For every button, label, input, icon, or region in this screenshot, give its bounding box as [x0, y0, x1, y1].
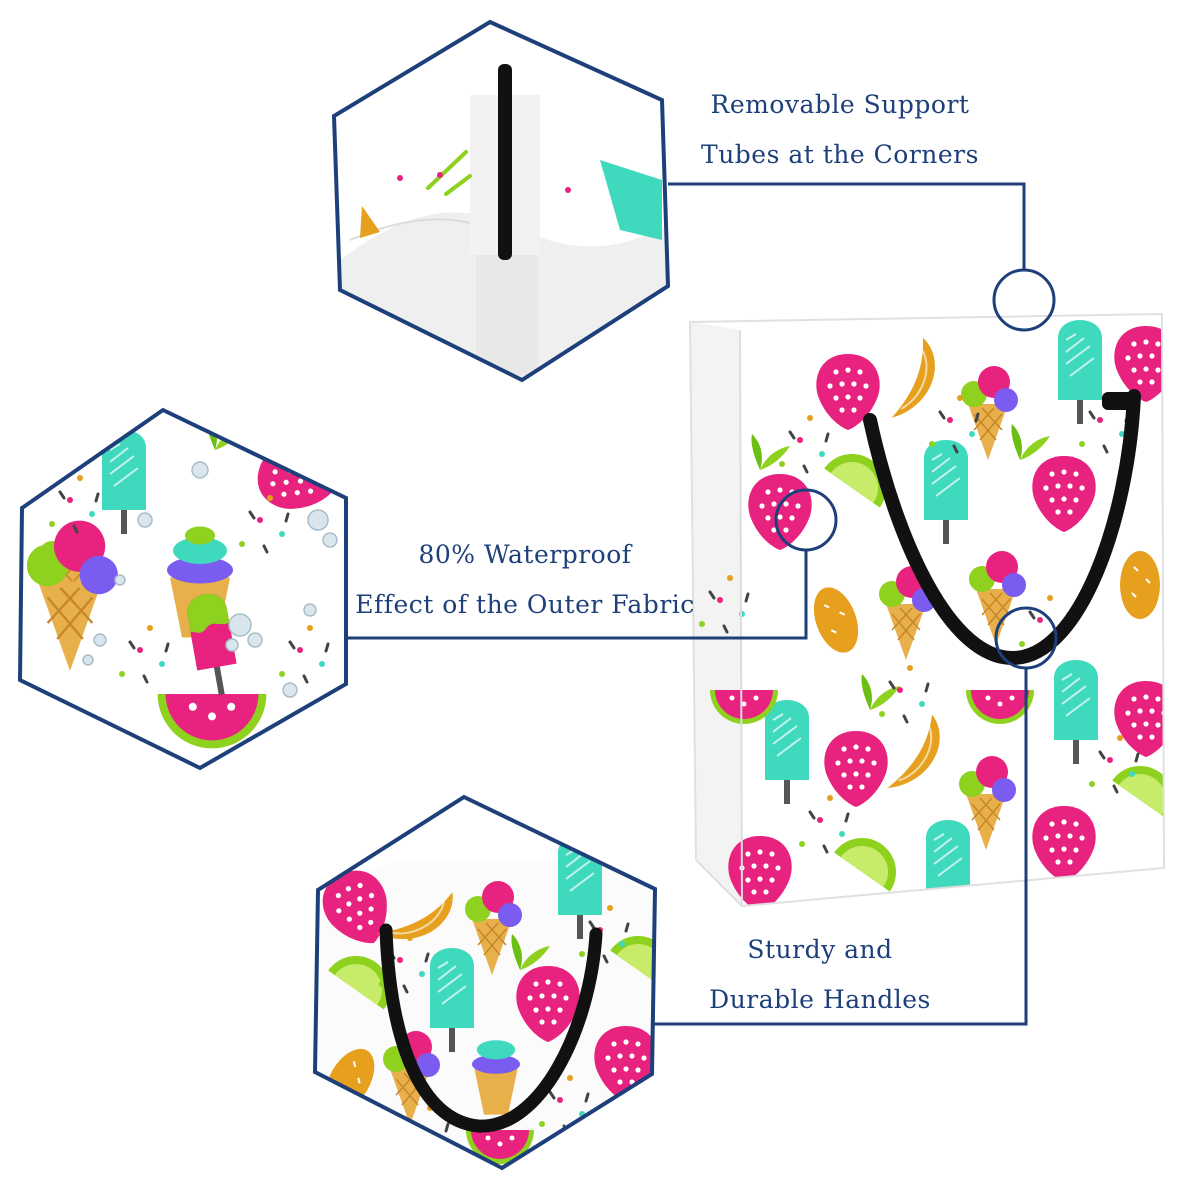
caption-waterproof-line2: Effect of the Outer Fabric: [355, 590, 695, 619]
caption-waterproof-line1: 80% Waterproof: [418, 540, 632, 569]
laundry-basket-image: [688, 312, 1166, 908]
support-tube-closeup: [331, 19, 671, 383]
caption-support-tubes: Removable Support Tubes at the Corners: [640, 80, 1040, 180]
caption-handles-line1: Sturdy and: [747, 935, 893, 964]
caption-waterproof: 80% Waterproof Effect of the Outer Fabri…: [330, 530, 720, 630]
caption-handles-line2: Durable Handles: [709, 985, 931, 1014]
connector-lines: [346, 182, 1028, 1026]
waterproof-fabric-closeup: [17, 407, 348, 771]
water-droplet-icon: [82, 461, 338, 698]
caption-support-tubes-line1: Removable Support: [710, 90, 970, 119]
caption-handles: Sturdy and Durable Handles: [620, 925, 1020, 1025]
handle-strap-icon: [379, 923, 603, 1133]
support-tube-icon: [498, 64, 512, 260]
caption-support-tubes-line2: Tubes at the Corners: [701, 140, 979, 169]
handle-strap-icon: [863, 389, 1141, 666]
